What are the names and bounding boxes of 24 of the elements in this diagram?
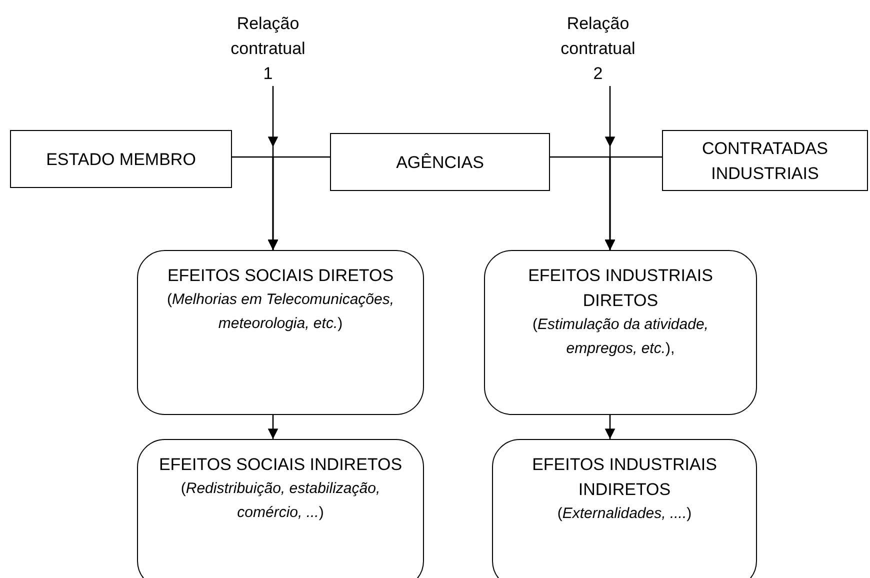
node-title: Relação contratual 1: [230, 12, 306, 84]
node-description: (Externalidades, ....): [557, 504, 692, 524]
node-title: EFEITOS INDUSTRIAIS INDIRETOS: [531, 454, 718, 501]
node-title: Relação contratual 2: [560, 12, 636, 84]
effect-box: [492, 439, 757, 578]
arrow: [604, 415, 616, 439]
effect-box: [484, 250, 757, 415]
arrow: [268, 156, 330, 250]
node-title: EFEITOS SOCIAIS DIRETOS: [167, 265, 394, 287]
node-title: EFEITOS SOCIAIS INDIRETOS: [158, 454, 402, 476]
node-description: (Redistribuição, estabilização, comércio, ...): [180, 479, 382, 523]
node-title: ESTADO MEMBRO: [46, 148, 196, 170]
entity-box: [10, 130, 232, 188]
entity-box: [330, 133, 550, 191]
node-description: (Estimulação da atividade, empregos, etc.),: [532, 315, 710, 359]
arrow: [268, 415, 278, 439]
node-title: EFEITOS INDUSTRIAIS DIRETOS: [527, 265, 714, 312]
arrow: [604, 156, 662, 250]
effect-box: [137, 439, 424, 578]
node-description: (Melhorias em Telecomunicações, meteorologia, etc.): [166, 290, 396, 334]
node-title: CONTRATADAS INDUSTRIAIS: [701, 138, 829, 184]
effect-box: [137, 250, 424, 415]
entity-box: [662, 130, 868, 191]
node-title: AGÊNCIAS: [396, 152, 484, 174]
